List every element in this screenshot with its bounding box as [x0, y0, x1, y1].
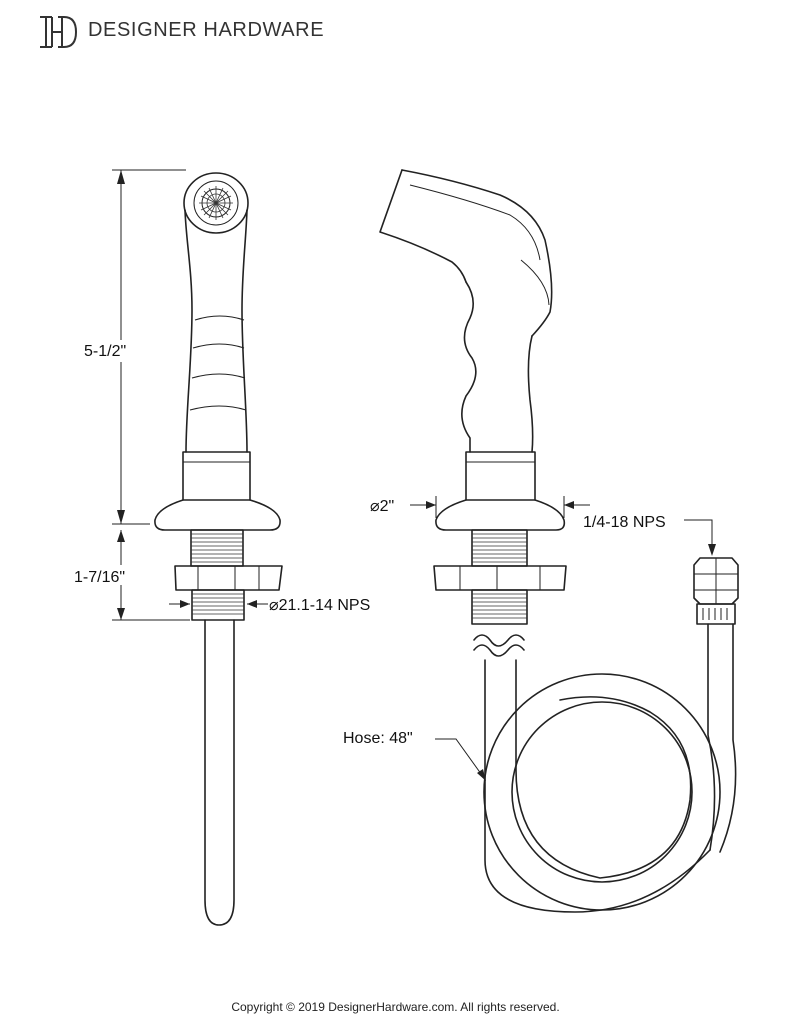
sprayer-side-view: [379, 169, 739, 913]
dim-base-diameter: ⌀2": [370, 498, 394, 515]
dim-shank-thread: ⌀21.1-14 NPS: [269, 597, 370, 614]
header: DESIGNER HARDWARE: [0, 0, 791, 64]
dh-monogram-logo-icon: [40, 16, 78, 48]
dim-shank-height: 1-7/16": [74, 569, 125, 586]
dimension-lines-left: [112, 169, 268, 621]
dim-sprayer-height: 5-1/2": [84, 343, 126, 360]
copyright-notice: Copyright © 2019 DesignerHardware.com. A…: [231, 1000, 560, 1014]
brand-name: DESIGNER HARDWARE: [88, 19, 325, 41]
dimension-lines-right: [410, 496, 716, 781]
sprayer-front-view: [154, 172, 283, 926]
dim-hose-thread: 1/4-18 NPS: [583, 514, 666, 531]
dim-hose-length: Hose: 48": [343, 730, 413, 747]
